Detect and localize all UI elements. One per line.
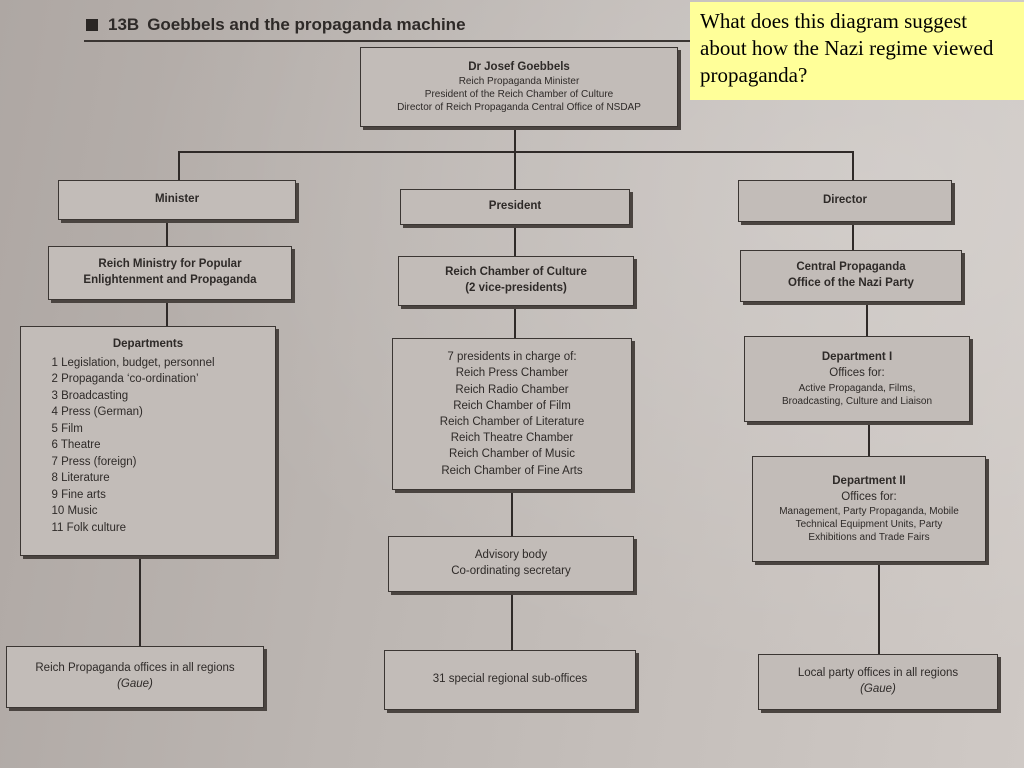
department-item: 1 Legislation, budget, personnel <box>51 356 215 369</box>
goebbels-box: Dr Josef Goebbels Reich Propaganda Minis… <box>360 47 678 127</box>
department-ii-line: Offices for: <box>841 490 897 503</box>
department-item: 7 Press (foreign) <box>51 455 137 468</box>
department-item: 11 Folk culture <box>51 521 127 534</box>
department-ii-title: Department II <box>832 474 906 487</box>
departments-box: Departments 1 Legislation, budget, perso… <box>20 326 276 556</box>
connector-top-down <box>514 128 516 152</box>
department-ii-line: Management, Party Propaganda, Mobile <box>779 506 959 518</box>
seven-presidents-box: 7 presidents in charge of: Reich Press C… <box>392 338 632 490</box>
chamber-item: Reich Theatre Chamber <box>450 432 574 445</box>
president-box: President <box>400 189 630 225</box>
connector-right-2 <box>866 302 868 336</box>
chamber-item: Reich Press Chamber <box>455 367 569 380</box>
regional-sub-offices-label: 31 special regional sub-offices <box>432 673 588 686</box>
reich-propaganda-offices-gaue: (Gaue) <box>117 678 153 690</box>
reich-ministry-line-2: Enlightenment and Propaganda <box>83 274 257 286</box>
goebbels-role-2: President of the Reich Chamber of Cultur… <box>424 89 614 101</box>
question-text: What does this diagram suggest about how… <box>700 9 994 87</box>
departments-title: Departments <box>112 338 184 350</box>
reich-propaganda-offices-box: Reich Propaganda offices in all regions … <box>6 646 264 708</box>
director-label: Director <box>822 194 868 207</box>
chamber-item: Reich Chamber of Literature <box>439 416 585 428</box>
connector-left-2 <box>166 300 168 326</box>
advisory-body-line-2: Co-ordinating secretary <box>451 565 571 577</box>
question-note: What does this diagram suggest about how… <box>690 2 1024 100</box>
departments-list: 1 Legislation, budget, personnel 2 Propa… <box>51 355 214 537</box>
goebbels-role-3: Director of Reich Propaganda Central Off… <box>397 102 641 114</box>
connector-center-2 <box>514 306 516 338</box>
department-item: 6 Theatre <box>51 439 101 452</box>
chamber-item: Reich Chamber of Film <box>453 399 571 412</box>
chamber-item: Reich Chamber of Music <box>449 448 575 461</box>
department-item: 9 Fine arts <box>51 488 106 501</box>
chamber-of-culture-label: Reich Chamber of Culture <box>445 266 587 279</box>
chamber-item: Reich Chamber of Fine Arts <box>441 464 583 477</box>
director-box: Director <box>738 180 952 222</box>
title-underline <box>84 40 704 42</box>
department-ii-line: Exhibitions and Trade Fairs <box>808 532 930 544</box>
reich-ministry-box: Reich Ministry for Popular Enlightenment… <box>48 246 292 300</box>
connector-right-3 <box>868 422 870 456</box>
department-item: 5 Film <box>51 422 83 435</box>
department-item: 10 Music <box>51 505 98 518</box>
chamber-item: Reich Radio Chamber <box>455 383 569 396</box>
local-party-offices-label: Local party offices in all regions <box>797 667 959 680</box>
minister-box: Minister <box>58 180 296 220</box>
reich-ministry-line-1: Reich Ministry for Popular <box>98 258 242 271</box>
regional-sub-offices-box: 31 special regional sub-offices <box>384 650 636 710</box>
department-item: 3 Broadcasting <box>51 389 129 402</box>
connector-horizontal-bar <box>178 151 854 153</box>
department-i-line: Broadcasting, Culture and Liaison <box>781 395 933 407</box>
goebbels-role-1: Reich Propaganda Minister <box>458 76 580 88</box>
department-ii-line: Technical Equipment Units, Party <box>795 519 943 531</box>
presidents-heading: 7 presidents in charge of: <box>447 351 577 364</box>
reich-propaganda-offices-label: Reich Propaganda offices in all regions <box>35 662 235 675</box>
department-item: 4 Press (German) <box>51 406 143 419</box>
local-party-offices-box: Local party offices in all regions (Gaue… <box>758 654 998 710</box>
figure-number: 13B <box>108 15 140 34</box>
central-propaganda-line-2: Office of the Nazi Party <box>788 277 914 289</box>
connector-center-4 <box>511 592 513 650</box>
advisory-body-line-1: Advisory body <box>474 549 548 562</box>
connector-left-1 <box>166 220 168 246</box>
figure-title-row: 13B Goebbels and the propaganda machine <box>86 10 466 40</box>
reich-chamber-of-culture-box: Reich Chamber of Culture (2 vice-preside… <box>398 256 634 306</box>
connector-center-drop <box>514 151 516 189</box>
connector-right-drop <box>852 151 854 181</box>
president-label: President <box>488 200 542 213</box>
figure-title: Goebbels and the propaganda machine <box>147 15 466 34</box>
local-party-offices-gaue: (Gaue) <box>860 683 896 695</box>
department-i-title: Department I <box>821 351 893 364</box>
department-i-line: Active Propaganda, Films, <box>798 382 916 394</box>
minister-label: Minister <box>154 193 200 206</box>
title-bullet-square <box>86 19 98 31</box>
goebbels-name: Dr Josef Goebbels <box>468 60 570 73</box>
connector-center-1 <box>514 225 516 257</box>
connector-left-3 <box>139 556 141 648</box>
department-i-line: Offices for: <box>829 367 885 379</box>
chamber-vice-presidents: (2 vice-presidents) <box>465 282 567 294</box>
department-ii-box: Department II Offices for: Management, P… <box>752 456 986 562</box>
department-item: 8 Literature <box>51 472 110 485</box>
connector-right-4 <box>878 562 880 654</box>
connector-center-3 <box>511 490 513 536</box>
advisory-body-box: Advisory body Co-ordinating secretary <box>388 536 634 592</box>
central-propaganda-office-box: Central Propaganda Office of the Nazi Pa… <box>740 250 962 302</box>
connector-left-drop <box>178 151 180 181</box>
central-propaganda-line-1: Central Propaganda <box>796 261 906 274</box>
department-item: 2 Propaganda ‘co-ordination’ <box>51 373 199 386</box>
connector-right-1 <box>852 222 854 250</box>
department-i-box: Department I Offices for: Active Propaga… <box>744 336 970 422</box>
